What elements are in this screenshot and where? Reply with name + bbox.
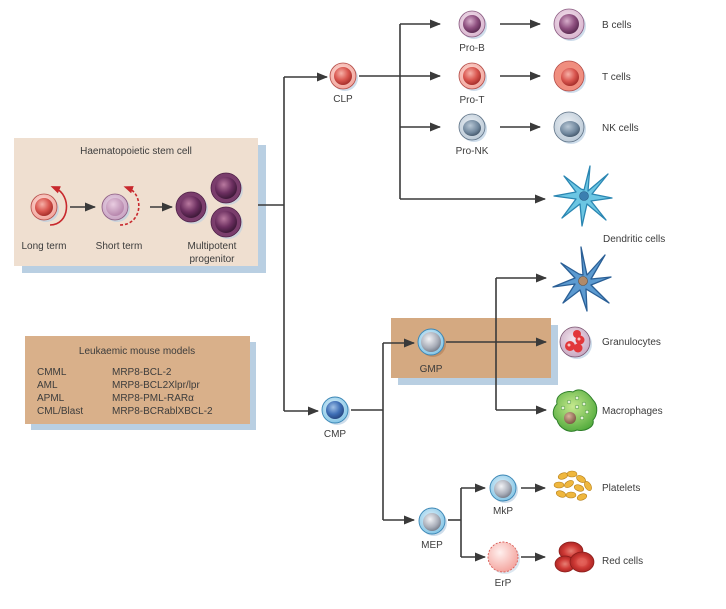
cmp-node: CMP [321, 396, 351, 440]
pro-nk-node: Pro-NK [456, 113, 489, 157]
hsc-box: Haematopoietic stem cell Long term Short… [14, 138, 266, 273]
model-construct: MRP8-BCL-2 [112, 367, 172, 378]
self-renewal-arrow [49, 186, 68, 226]
model-construct: MRP8-BCL2Xlpr/lpr [112, 380, 200, 391]
pro-b-cell [458, 10, 488, 40]
cmp-label: CMP [324, 429, 347, 440]
short-term-label: Short term [96, 241, 143, 252]
lineage-connectors [258, 19, 548, 562]
gmp-label: GMP [420, 364, 443, 375]
pro-b-node: Pro-B [458, 10, 488, 54]
model-disease: CML/Blast [37, 406, 83, 417]
t-cell [553, 60, 586, 93]
macrophage-cell [552, 389, 598, 432]
red-cells-label: Red cells [602, 556, 643, 567]
t-cells-label: T cells [602, 72, 631, 83]
granulocyte-cell [559, 326, 592, 359]
b-cell [553, 8, 586, 41]
clp-node: CLP [329, 62, 359, 105]
cmp-cell [321, 396, 351, 426]
macrophages-node: Macrophages [552, 389, 663, 432]
t-cells-node: T cells [553, 60, 631, 93]
pro-t-node: Pro-T [458, 62, 488, 106]
dendritic-cell-myeloid [552, 246, 612, 312]
nk-cells-node: NK cells [553, 111, 639, 144]
b-cells-label: B cells [602, 20, 631, 31]
pro-t-label: Pro-T [460, 95, 485, 106]
platelets-node: Platelets [553, 470, 640, 501]
mkp-node: MkP [489, 474, 519, 517]
nk-cell [553, 111, 586, 144]
models-box-title: Leukaemic mouse models [79, 346, 195, 357]
platelets-label: Platelets [602, 483, 640, 494]
erp-label: ErP [495, 578, 512, 589]
pro-t-cell [458, 62, 488, 92]
nk-cells-label: NK cells [602, 123, 639, 134]
mep-label: MEP [421, 540, 443, 551]
model-disease: CMML [37, 367, 67, 378]
dendritic-cells-label: Dendritic cells [603, 234, 665, 245]
erp-node: ErP [487, 541, 520, 589]
model-disease: AML [37, 380, 58, 391]
b-cells-node: B cells [553, 8, 631, 41]
pro-nk-cell [458, 113, 488, 143]
long-term-label: Long term [21, 241, 66, 252]
gmp-node: GMP [417, 328, 447, 375]
models-table: CMML MRP8-BCL-2 AML MRP8-BCL2Xlpr/lpr AP… [37, 367, 213, 417]
dendritic-cell-lymphoid [553, 165, 613, 227]
hsc-box-title: Haematopoietic stem cell [80, 146, 192, 157]
gmp-box [391, 318, 558, 385]
multipotent-label-line2: progenitor [189, 254, 235, 265]
pro-b-label: Pro-B [459, 43, 485, 54]
model-construct: MRP8-BCRablXBCL-2 [112, 406, 213, 417]
leukaemic-models-box: Leukaemic mouse models CMML MRP8-BCL-2 A… [25, 336, 256, 430]
red-cells-cluster [554, 541, 595, 573]
mep-node: MEP [418, 507, 448, 551]
granulocytes-node: Granulocytes [559, 326, 661, 359]
mep-cell [418, 507, 448, 537]
mkp-cell [489, 474, 519, 504]
granulocytes-label: Granulocytes [602, 337, 661, 348]
macrophages-label: Macrophages [602, 406, 663, 417]
model-disease: APML [37, 393, 65, 404]
erp-cell [487, 541, 520, 574]
platelets-cluster [553, 470, 592, 501]
self-renewal-dashed-arrow [119, 186, 140, 226]
pro-nk-label: Pro-NK [456, 146, 489, 157]
red-cells-node: Red cells [554, 541, 643, 573]
clp-cell [329, 62, 359, 92]
multipotent-label-line1: Multipotent [188, 241, 237, 252]
mkp-label: MkP [493, 506, 513, 517]
model-construct: MRP8-PML-RARα [112, 393, 194, 404]
clp-label: CLP [333, 94, 353, 105]
